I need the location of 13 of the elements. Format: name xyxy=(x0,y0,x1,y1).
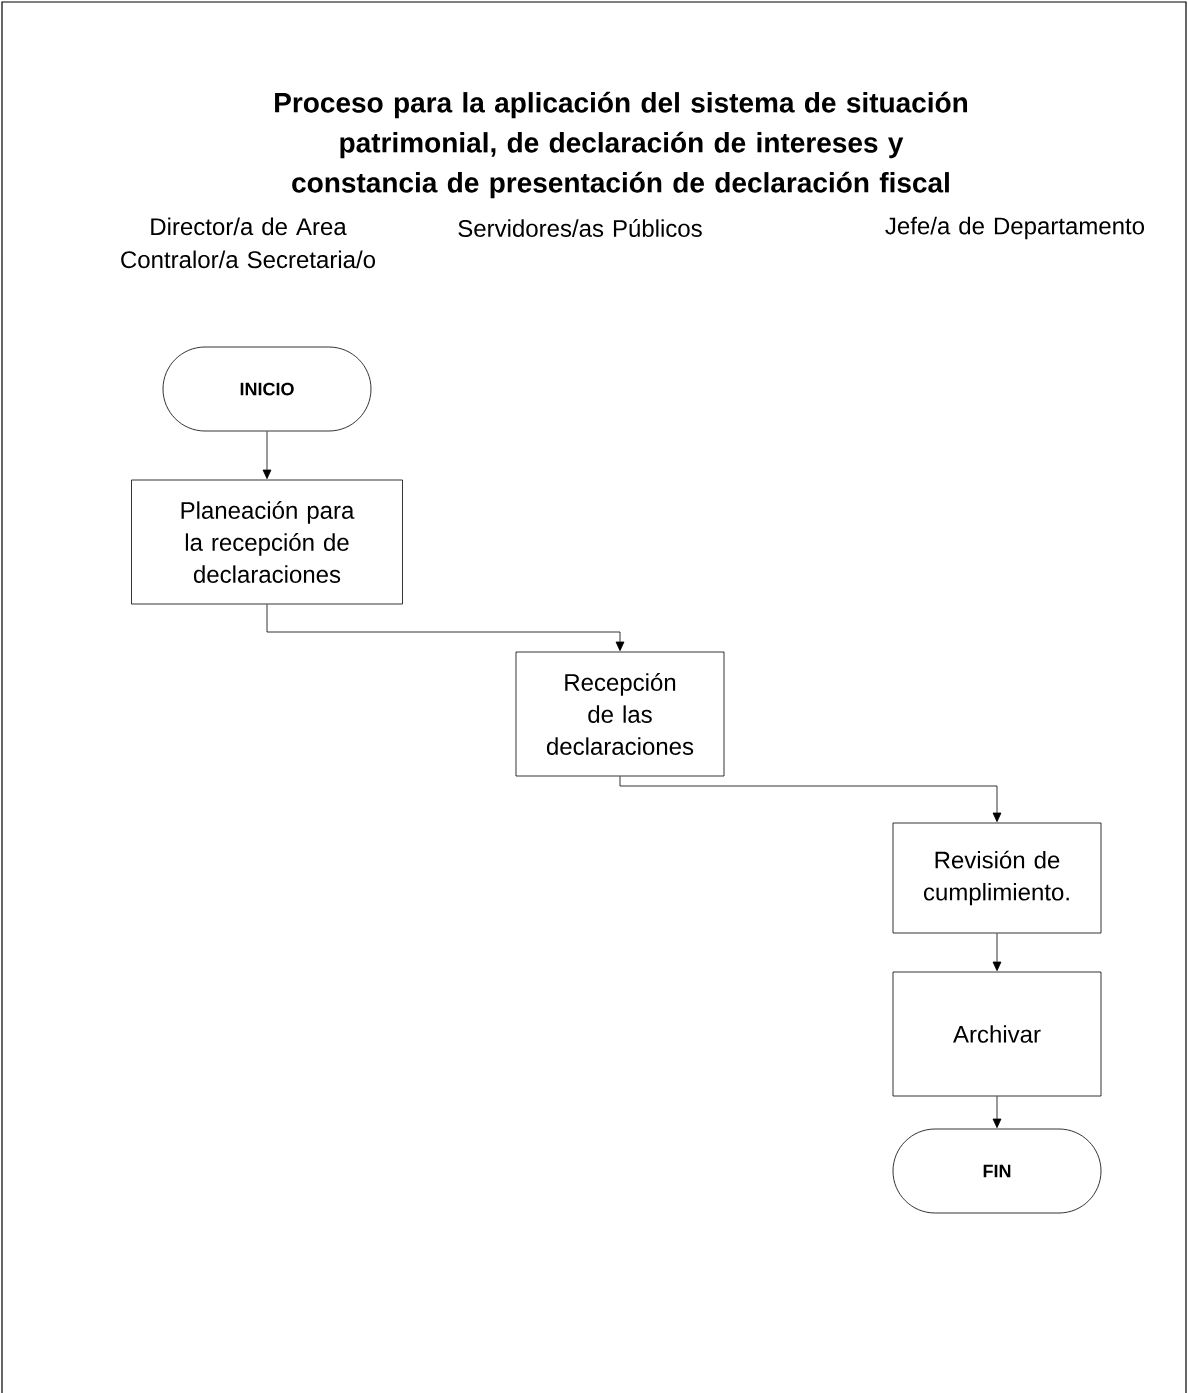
lane-header: Jefe/a de Departamento xyxy=(885,216,1145,240)
arrow xyxy=(619,776,1002,823)
process-box: Archivar xyxy=(892,971,1102,1097)
lane-header: Director/a de Area Contralor/a Secretaria/o xyxy=(121,217,375,269)
arrow xyxy=(992,933,1002,972)
process-box: Recepción de las declaraciones xyxy=(515,651,725,777)
process-box: Revisión de cumplimiento. xyxy=(892,822,1102,934)
arrow xyxy=(992,1096,1002,1129)
arrow xyxy=(266,604,625,652)
lane-header: Servidores/as Públicos xyxy=(458,219,702,237)
title: Proceso para la aplicación del sistema de situación patrimonial, de declaración de intereses y constancia de presentación de declaración fiscal xyxy=(275,91,968,199)
process-box: Planeación para la recepción de declaraciones xyxy=(131,479,403,605)
arrow xyxy=(262,431,272,480)
